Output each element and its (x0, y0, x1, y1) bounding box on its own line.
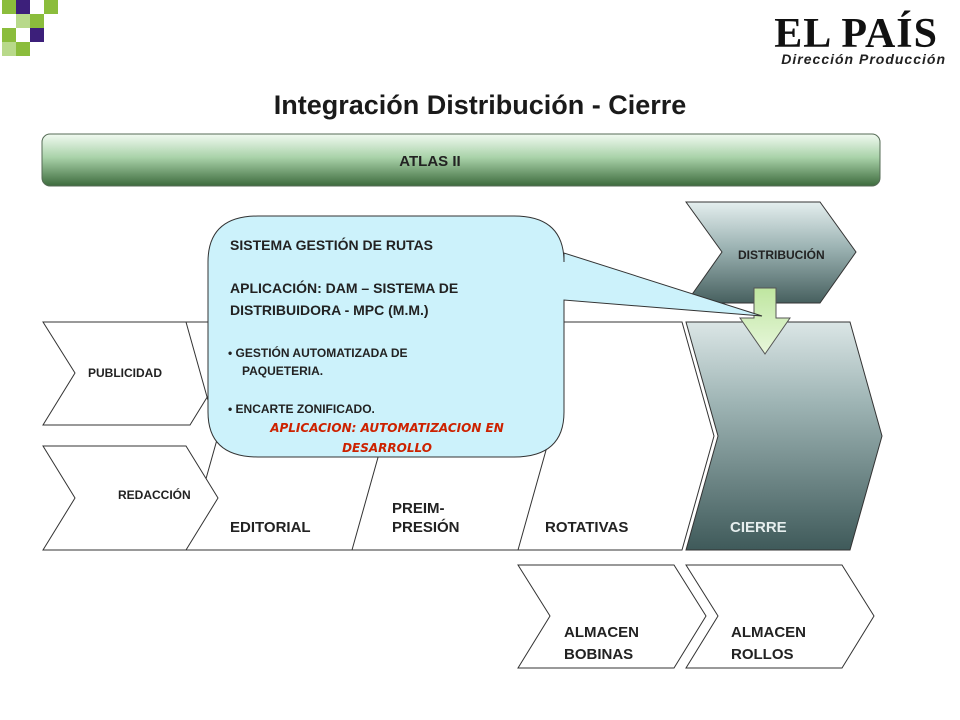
down-arrow-icon (739, 287, 791, 355)
callout-bullet1-line2: PAQUETERIA. (242, 364, 323, 378)
cierre-label: CIERRE (730, 519, 787, 536)
callout-bullet1-line1: • GESTIÓN AUTOMATIZADA DE (228, 345, 408, 360)
callout-note-line2: DESARROLLO (342, 441, 432, 455)
brand-logo: EL PAÍS (774, 10, 938, 57)
redaccion-chevron (42, 445, 219, 551)
preimpresion-label-2: PRESIÓN (392, 518, 460, 536)
atlas-banner (41, 133, 881, 187)
atlas-banner-label: ATLAS II (399, 153, 460, 170)
callout-bullet2: • ENCARTE ZONIFICADO. (228, 402, 375, 416)
distribucion-label: DISTRIBUCIÓN (738, 247, 825, 262)
callout-app-line2: DISTRIBUIDORA - MPC (M.M.) (230, 302, 429, 318)
rotativas-label: ROTATIVAS (545, 519, 628, 536)
page-title: Integración Distribución - Cierre (274, 90, 687, 120)
callout-app-line1: APLICACIÓN: DAM – SISTEMA DE (230, 279, 458, 296)
callout-heading: SISTEMA GESTIÓN DE RUTAS (230, 236, 433, 253)
redaccion-label: REDACCIÓN (118, 487, 191, 502)
preimpresion-label-1: PREIM- (392, 500, 445, 517)
cierre-chevron (685, 321, 883, 551)
callout-note-line1: APLICACION: AUTOMATIZACION EN (269, 421, 504, 435)
logo-mosaic-icon (2, 0, 58, 56)
distribucion-chevron (685, 201, 857, 304)
almacen-rollos-label-1: ALMACEN (731, 624, 806, 641)
almacen-bobinas-label-2: BOBINAS (564, 646, 633, 663)
almacen-bobinas-label-1: ALMACEN (564, 624, 639, 641)
almacen-rollos-label-2: ROLLOS (731, 646, 794, 663)
publicidad-label: PUBLICIDAD (88, 366, 162, 380)
brand-subtitle: Dirección Producción (781, 51, 946, 67)
almacen-rollos-chevron (685, 564, 875, 669)
editorial-label: EDITORIAL (230, 519, 311, 536)
callout-bubble (207, 215, 763, 458)
almacen-bobinas-chevron (517, 564, 707, 669)
